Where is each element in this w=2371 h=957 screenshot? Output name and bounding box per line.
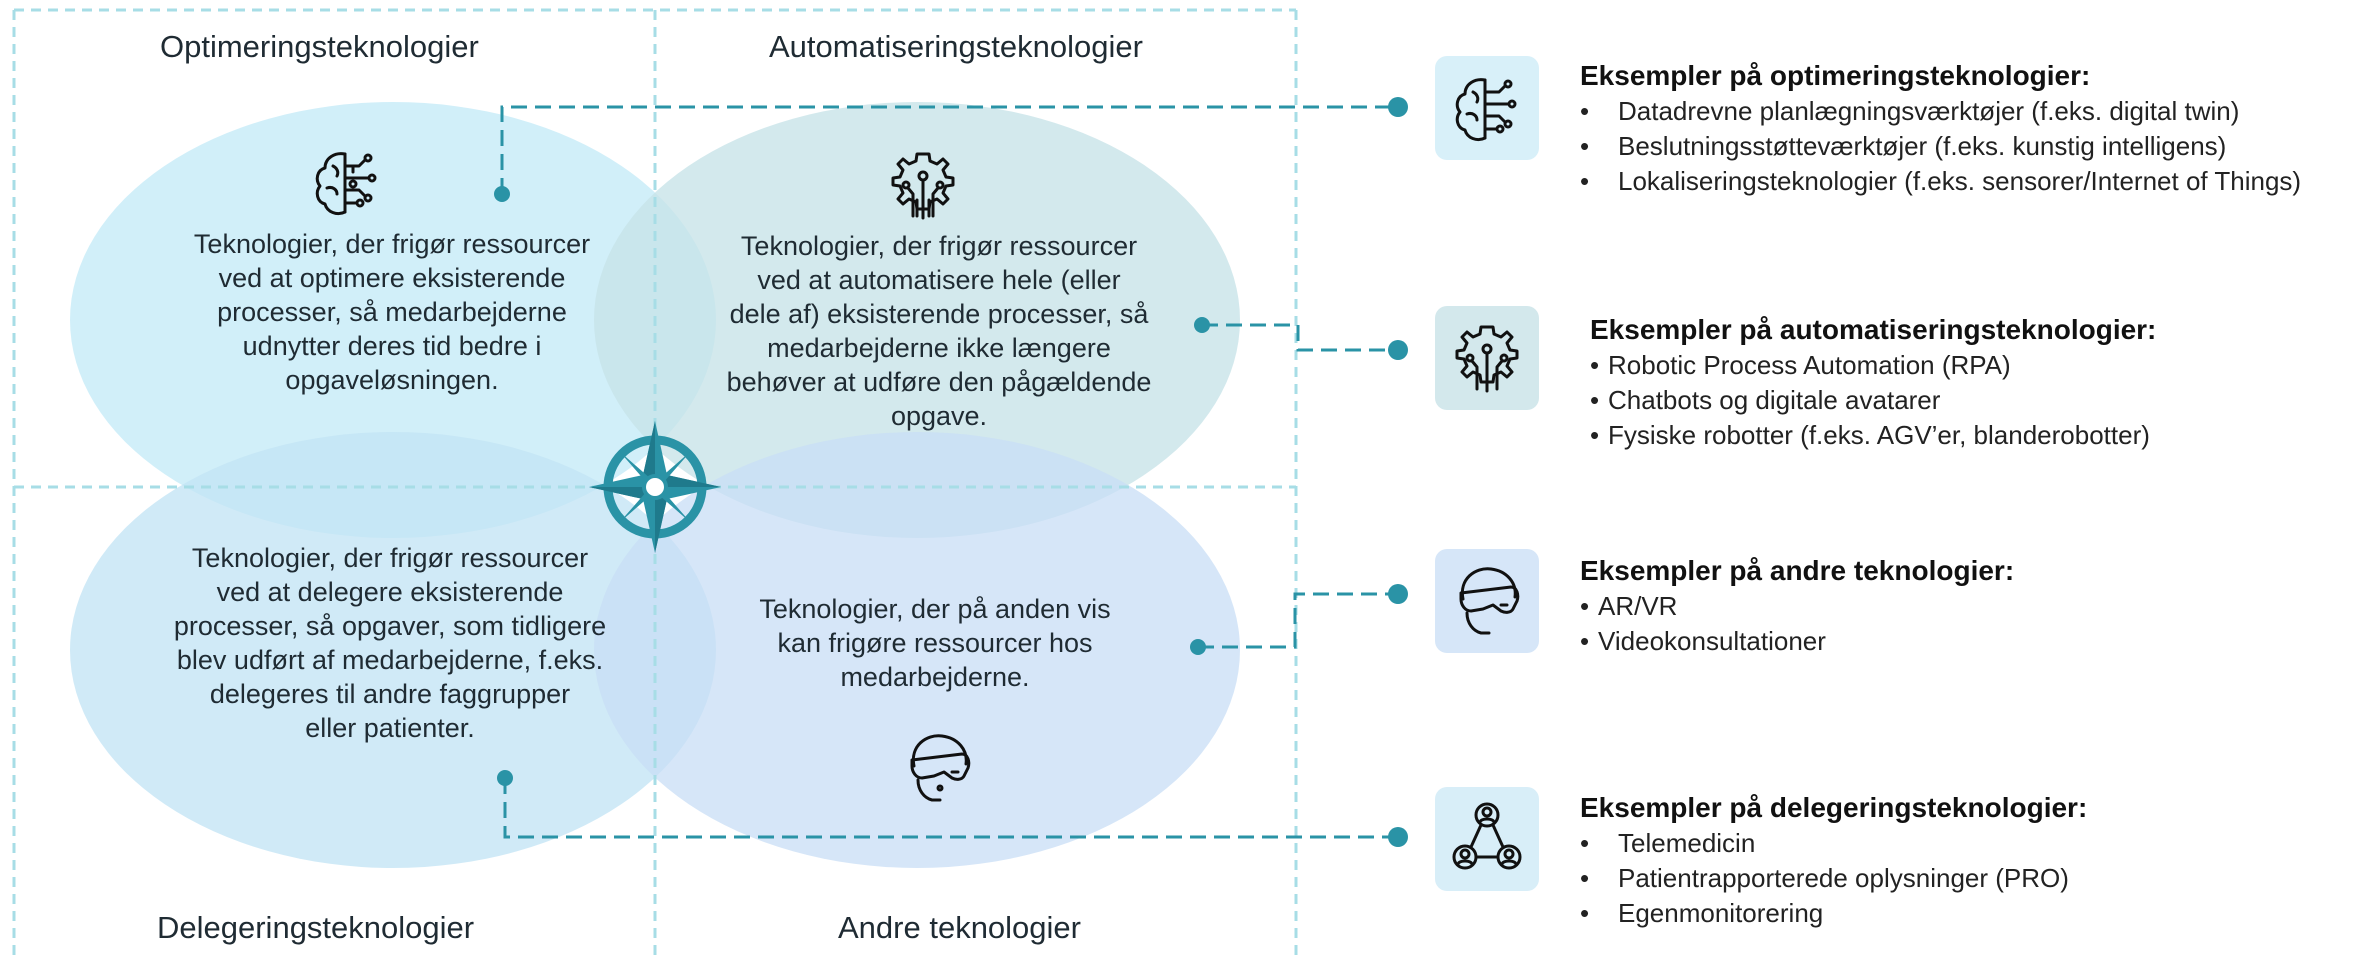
quadrant-title-andre: Andre teknologier (838, 910, 1081, 945)
quadrant-grid (12, 8, 1298, 957)
venn-circles (70, 102, 1240, 868)
list-item: •Robotic Process Automation (RPA) (1590, 350, 2011, 380)
panel-title-delegering: Eksempler på delegeringsteknologier: (1580, 792, 2088, 823)
panel-title-automatisering: Eksempler på automatiseringsteknologier: (1590, 314, 2157, 345)
quadrant-title-automatisering: Automatiseringsteknologier (769, 29, 1143, 64)
connector-optimering (500, 105, 1398, 194)
connector-lines (500, 105, 1398, 839)
compass-rose-icon (589, 421, 721, 553)
circle-andre (594, 432, 1240, 868)
list-item: •Chatbots og digitale avatarer (1590, 385, 1941, 415)
people-network-icon (1452, 802, 1522, 870)
connector-dots (494, 97, 1408, 847)
panel-andre: Eksempler på andre teknologier: •AR/VR •… (1580, 555, 2014, 659)
connector-delegering (503, 778, 1398, 839)
list-item: •Telemedicin (1580, 828, 1756, 858)
gear-circuit-icon (891, 152, 955, 220)
circle-automatisering (594, 102, 1240, 538)
quadrant-title-optimering: Optimeringsteknologier (160, 29, 479, 64)
panel-title-andre: Eksempler på andre teknologier: (1580, 555, 2015, 586)
list-item: •Egenmonitorering (1580, 898, 1824, 928)
vr-headset-icon (1459, 567, 1520, 635)
vr-headset-icon (910, 734, 971, 802)
panel-icon-andre (1435, 549, 1539, 653)
panel-icon-optimering (1435, 56, 1539, 160)
brain-circuit-icon (1455, 78, 1517, 142)
gear-circuit-icon (1455, 325, 1519, 393)
panel-optimering: Eksempler på optimeringsteknologier: •Da… (1580, 60, 2301, 199)
panel-title-optimering: Eksempler på optimeringsteknologier: (1580, 60, 2091, 91)
list-item: •Datadrevne planlægningsværktøjer (f.eks… (1580, 96, 2240, 126)
list-item: •Beslutningsstøtteværktøjer (f.eks. kuns… (1580, 131, 2227, 161)
list-item: •Videokonsultationer (1580, 626, 1826, 656)
panel-icon-automatisering (1435, 306, 1539, 410)
list-item: •AR/VR (1580, 591, 1678, 621)
list-item: •Lokaliseringsteknologier (f.eks. sensor… (1580, 166, 2302, 196)
panel-automatisering: Eksempler på automatiseringsteknologier:… (1590, 314, 2156, 453)
connector-automatisering (1202, 323, 1398, 352)
panel-icon-delegering (1435, 787, 1539, 891)
circle-optimering (70, 102, 716, 538)
panel-delegering: Eksempler på delegeringsteknologier: •Te… (1580, 792, 2087, 931)
circle-delegering (70, 432, 716, 868)
list-item: •Fysiske robotter (f.eks. AGV’er, blande… (1590, 420, 2150, 450)
brain-circuit-icon (315, 152, 377, 216)
connector-andre (1198, 592, 1398, 649)
list-item: •Patientrapporterede oplysninger (PRO) (1580, 863, 2069, 893)
quadrant-title-delegering: Delegeringsteknologier (157, 910, 475, 945)
